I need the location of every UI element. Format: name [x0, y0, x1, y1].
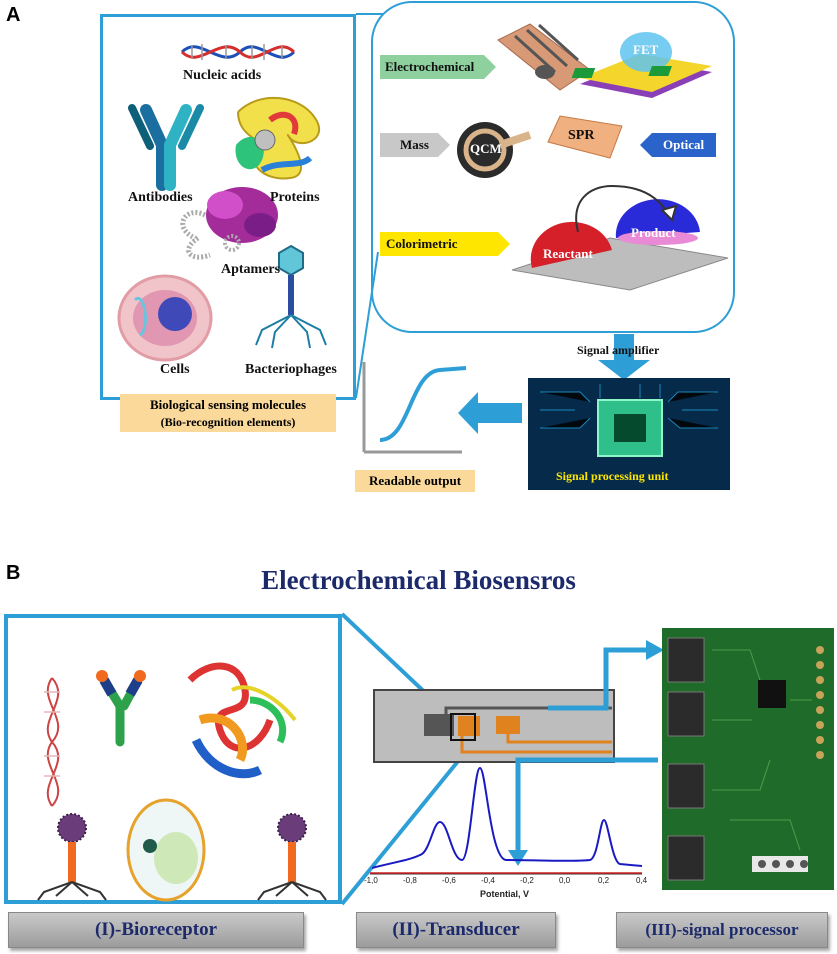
readable-output-label: Readable output — [368, 473, 462, 488]
electrode-chip — [373, 689, 615, 763]
bio-caption-line1: Biological sensing molecules — [150, 397, 306, 412]
protein-structure-icon — [187, 662, 297, 779]
bio-caption: Biological sensing molecules (Bio-recogn… — [120, 394, 336, 432]
cell-icon — [117, 274, 213, 362]
aptamers-label: Aptamers — [221, 262, 281, 277]
readable-output-caption: Readable output — [355, 470, 475, 492]
reactant-label: Reactant — [543, 246, 593, 261]
plot-tick-labels: -1,0 -0,8 -0,6 -0,4 -0,2 0,0 0,2 0,4 — [358, 876, 658, 888]
tick-label: 0,2 — [598, 876, 610, 885]
transducer-box — [371, 1, 735, 333]
bacteriophages-label: Bacteriophages — [245, 362, 337, 377]
aptamer-icon — [180, 187, 278, 260]
antibodies-label: Antibodies — [128, 190, 193, 205]
readable-output-plot — [362, 362, 467, 454]
voltammogram-plot — [370, 766, 643, 875]
protein-icon — [235, 96, 321, 180]
cells-label: Cells — [160, 362, 190, 377]
signal-amplifier-arrow — [598, 334, 650, 380]
signal-processor-label: (III)-signal processor — [616, 912, 828, 948]
electrochemical-arrow — [380, 55, 496, 79]
bioreceptor-frame — [4, 614, 342, 904]
antibody-y-icon — [96, 670, 146, 747]
transducer-label: (II)-Transducer — [356, 912, 556, 948]
panel-b-title: Electrochemical Biosensros — [261, 565, 576, 595]
tick-label: -0,2 — [520, 876, 534, 885]
nucleic-acids-label: Nucleic acids — [183, 68, 262, 83]
panel-a-letter: A — [6, 4, 21, 26]
tick-label: -0,4 — [481, 876, 495, 885]
processing-chip-image — [528, 378, 730, 490]
panel-a-graphics — [117, 1, 735, 490]
bio-caption-line2: (Bio-recognition elements) — [160, 415, 296, 429]
arrow-to-processor — [548, 647, 648, 711]
phage-left-icon — [37, 813, 107, 901]
tick-label: 0,0 — [559, 876, 571, 885]
dna-icon — [180, 44, 296, 60]
output-arrow — [458, 392, 522, 434]
bioreceptor-label: (I)-Bioreceptor — [8, 912, 304, 948]
signal-processing-unit-label: Signal processing unit — [556, 469, 669, 483]
panel-b-letter: B — [6, 562, 21, 584]
optical-arrow — [640, 133, 716, 157]
plot-xlabel: Potential, V — [480, 889, 530, 899]
qcm-label: QCM — [470, 141, 502, 156]
bacteriophage-icon — [255, 244, 327, 349]
tick-label: 0,4 — [636, 876, 648, 885]
colorimetric-label: Colorimetric — [386, 236, 458, 251]
mass-label: Mass — [400, 137, 429, 152]
proteins-label: Proteins — [270, 190, 320, 205]
fet-label: FET — [633, 42, 659, 57]
spr-chip — [547, 115, 623, 159]
colorimetric-arrow — [380, 232, 510, 256]
electrochemical-label: Electrochemical — [385, 59, 475, 74]
cell-outline-icon — [126, 798, 206, 902]
spr-label: SPR — [568, 128, 595, 143]
circuit-board-image — [662, 628, 834, 890]
colorimetric-plate — [511, 184, 729, 291]
antibody-icon — [128, 104, 204, 191]
tick-label: -0,8 — [403, 876, 417, 885]
product-label: Product — [631, 225, 676, 240]
tick-label: -1,0 — [364, 876, 378, 885]
fet-device — [571, 32, 712, 98]
tick-label: -0,6 — [442, 876, 456, 885]
dna-helix-icon — [44, 677, 60, 807]
phage-right-icon — [257, 813, 327, 901]
mass-arrow — [380, 133, 450, 157]
optical-label: Optical — [663, 137, 705, 152]
signal-amplifier-label: Signal amplifier — [577, 343, 660, 357]
qcm-device — [457, 122, 532, 178]
